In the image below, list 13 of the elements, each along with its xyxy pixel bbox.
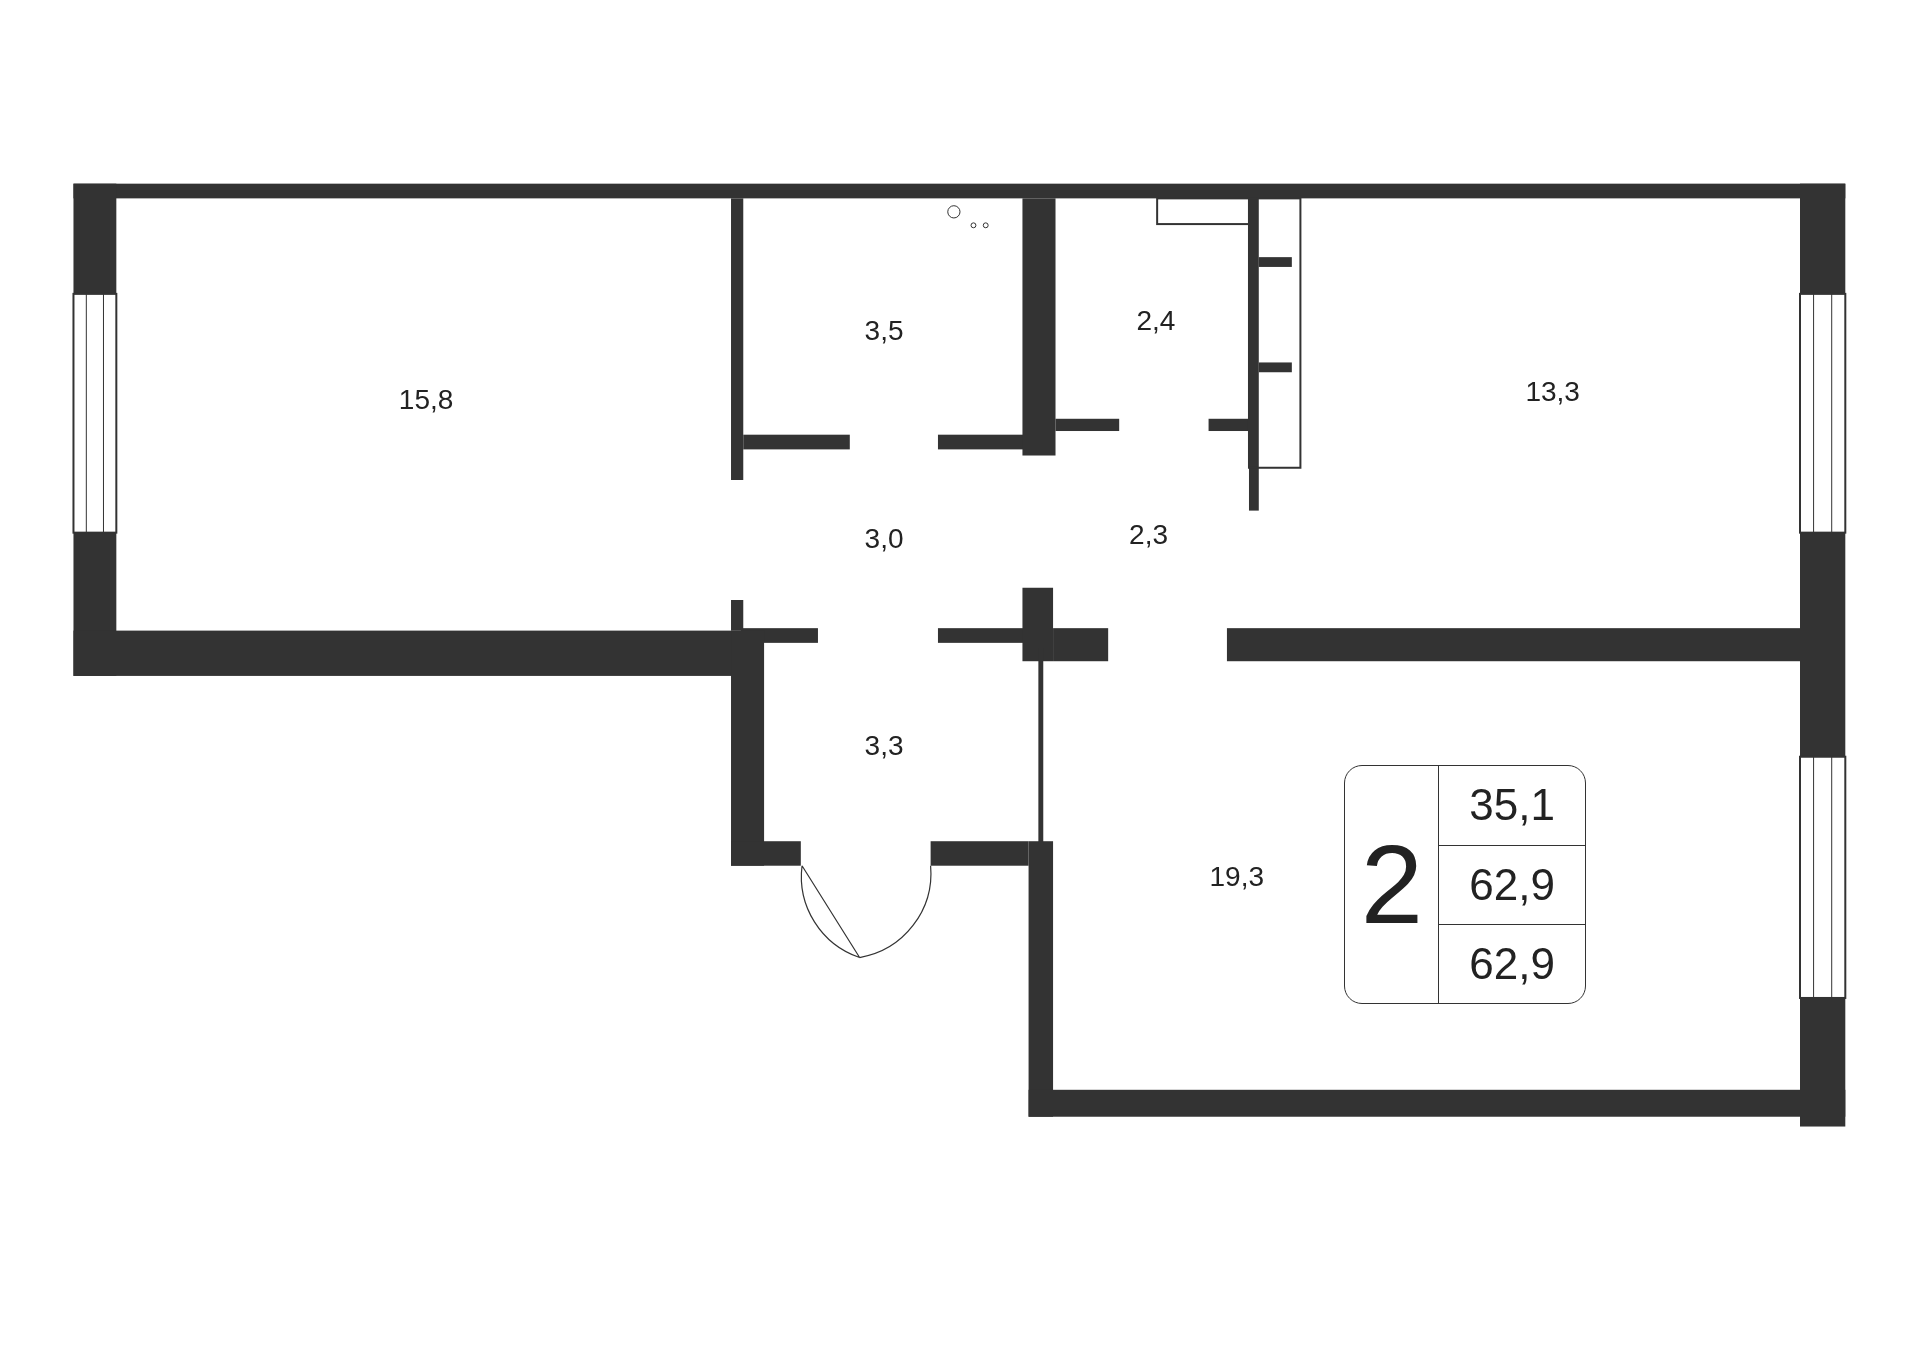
room-area-label: 3,3 [864,729,904,762]
room-area-label: 2,4 [1136,304,1176,337]
area-value: 62,9 [1439,923,1585,1004]
room-area-label: 13,3 [1525,375,1580,408]
room-area-label: 3,0 [864,522,904,555]
area-value: 62,9 [1439,844,1585,924]
room-area-label: 3,5 [864,314,904,347]
room-area-label: 19,3 [1209,860,1264,893]
room-count: 2 [1345,766,1440,1004]
apartment-summary-card [1344,765,1586,1005]
area-value: 35,1 [1468,779,1556,832]
room-area-label: 15,8 [398,384,454,417]
room-area-label: 2,3 [1129,519,1169,552]
